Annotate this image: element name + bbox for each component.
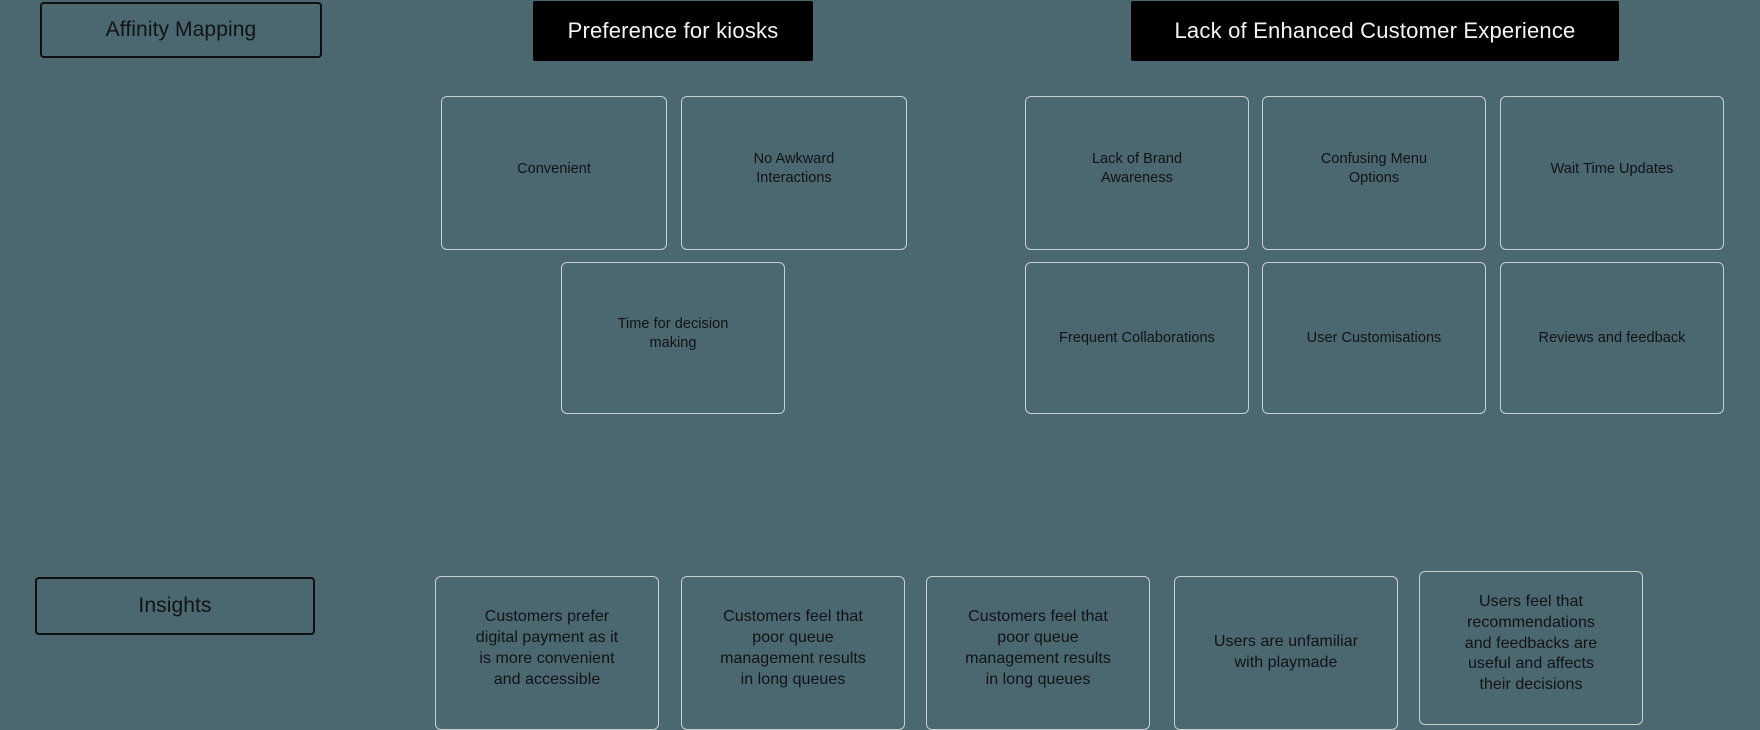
theme-card-confusing-menu-options[interactable]: Confusing Menu Options — [1262, 96, 1486, 250]
theme-card-confusing-menu-options-text: Confusing Menu Options — [1320, 151, 1428, 186]
theme-card-user-customisations-text: User Customisations — [1306, 329, 1442, 346]
theme-card-no-awkward-interactions[interactable]: No Awkward Interactions — [681, 96, 907, 250]
theme-card-wait-time-updates-text: Wait Time Updates — [1550, 160, 1674, 177]
theme-card-wait-time-updates[interactable]: Wait Time Updates — [1500, 96, 1724, 250]
insight-card-poor-queue-2[interactable]: Customers feel that poor queue managemen… — [926, 576, 1150, 730]
theme-card-user-customisations[interactable]: User Customisations — [1262, 262, 1486, 414]
insight-card-digital-payment-text: Customers prefer digital payment as it i… — [475, 608, 619, 688]
row-label-insights-text: Insights — [138, 594, 212, 618]
theme-banner-preference-for-kiosks[interactable]: Preference for kiosks — [533, 1, 813, 61]
row-label-affinity-mapping-text: Affinity Mapping — [105, 18, 257, 42]
theme-card-convenient-text: Convenient — [517, 160, 591, 177]
theme-card-lack-of-brand-awareness-text: Lack of Brand Awareness — [1091, 151, 1183, 186]
theme-card-frequent-collaborations-text: Frequent Collaborations — [1059, 329, 1215, 346]
insight-card-poor-queue-1-text: Customers feel that poor queue managemen… — [720, 608, 866, 688]
insight-card-unfamiliar-playmade[interactable]: Users are unfamiliar with playmade — [1174, 576, 1398, 730]
theme-card-time-for-decision-making-text: Time for decision making — [617, 316, 729, 351]
theme-banner-lack-of-enhanced-customer-experience-text: Lack of Enhanced Customer Experience — [1174, 18, 1576, 44]
theme-card-reviews-and-feedback-text: Reviews and feedback — [1538, 329, 1686, 346]
insight-card-recommendations-feedback[interactable]: Users feel that recommendations and feed… — [1419, 571, 1643, 725]
theme-card-reviews-and-feedback[interactable]: Reviews and feedback — [1500, 262, 1724, 414]
insight-card-digital-payment[interactable]: Customers prefer digital payment as it i… — [435, 576, 659, 730]
insight-card-poor-queue-1[interactable]: Customers feel that poor queue managemen… — [681, 576, 905, 730]
theme-card-lack-of-brand-awareness[interactable]: Lack of Brand Awareness — [1025, 96, 1249, 250]
theme-card-no-awkward-interactions-text: No Awkward Interactions — [753, 151, 835, 186]
theme-card-time-for-decision-making[interactable]: Time for decision making — [561, 262, 785, 414]
theme-card-convenient[interactable]: Convenient — [441, 96, 667, 250]
insight-card-unfamiliar-playmade-text: Users are unfamiliar with playmade — [1213, 633, 1359, 671]
theme-banner-lack-of-enhanced-customer-experience[interactable]: Lack of Enhanced Customer Experience — [1131, 1, 1619, 61]
insight-card-recommendations-feedback-text: Users feel that recommendations and feed… — [1464, 593, 1598, 694]
theme-banner-preference-for-kiosks-text: Preference for kiosks — [567, 18, 779, 44]
insight-card-poor-queue-2-text: Customers feel that poor queue managemen… — [965, 608, 1111, 688]
row-label-affinity-mapping[interactable]: Affinity Mapping — [40, 2, 322, 58]
theme-card-frequent-collaborations[interactable]: Frequent Collaborations — [1025, 262, 1249, 414]
row-label-insights[interactable]: Insights — [35, 577, 315, 635]
